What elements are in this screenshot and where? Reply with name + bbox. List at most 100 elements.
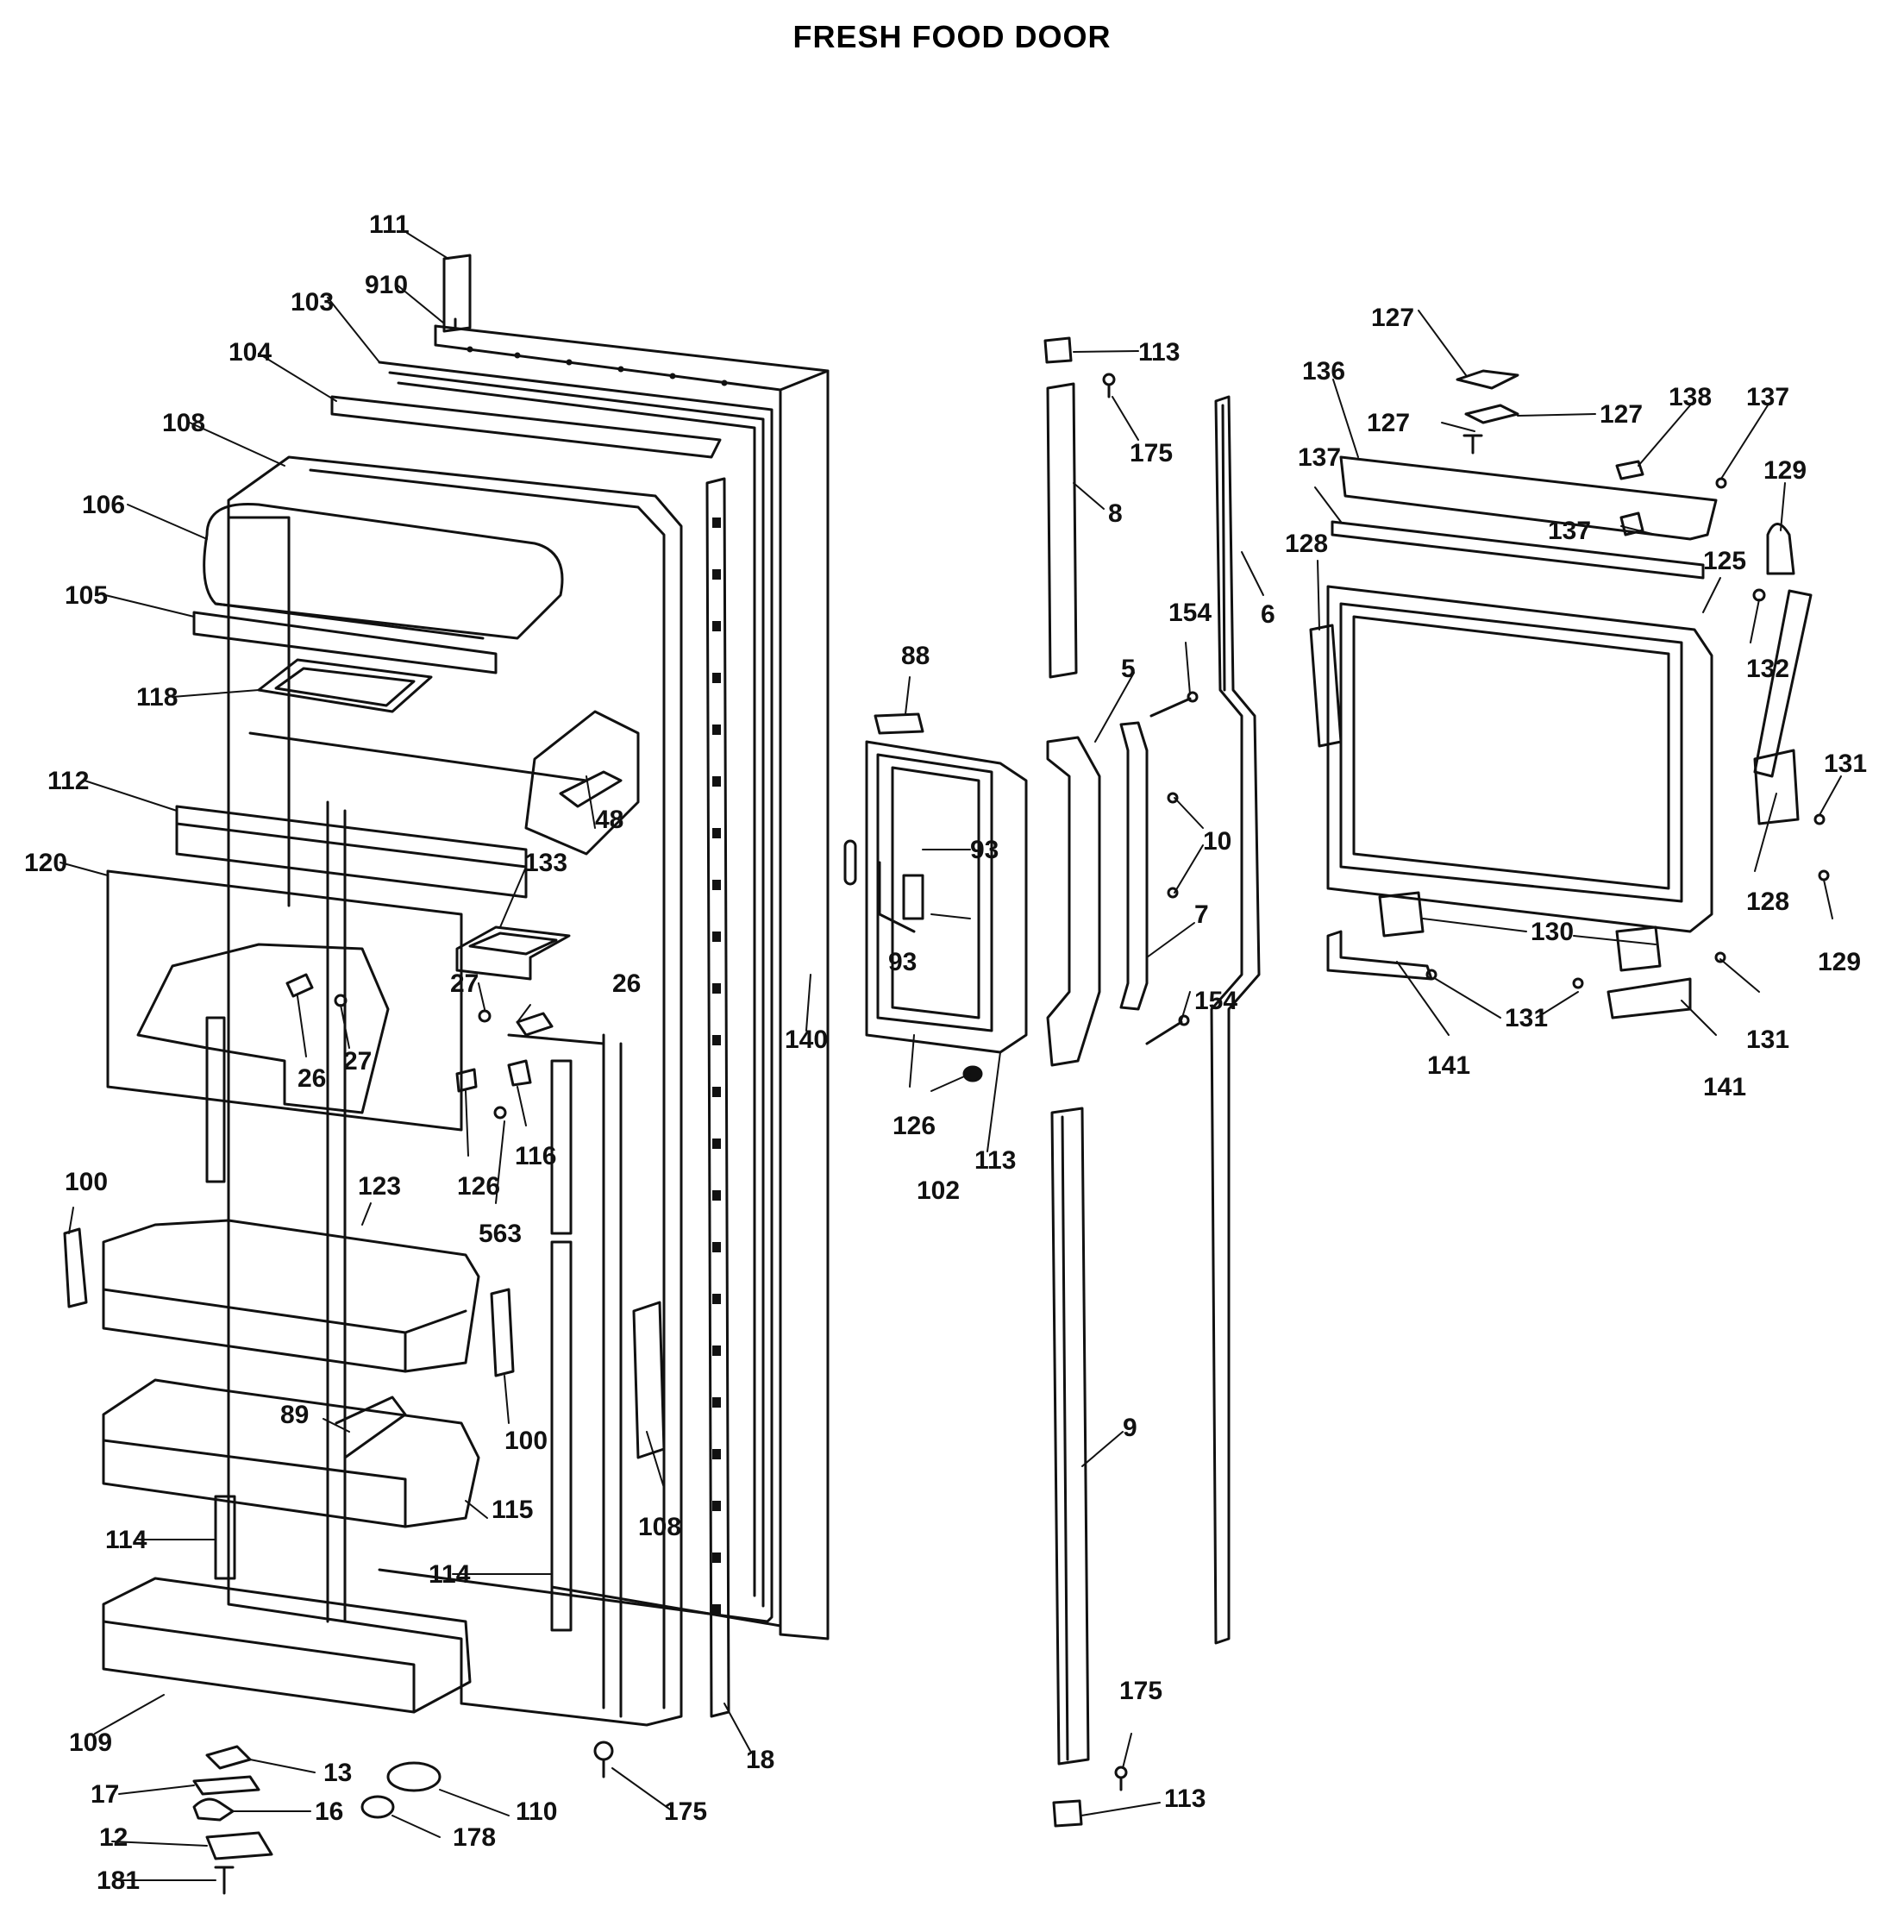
part-label: 116 — [515, 1142, 556, 1170]
part-label: 175 — [1119, 1677, 1162, 1705]
part-label: 113 — [1164, 1785, 1206, 1813]
cap-102 — [962, 1065, 983, 1082]
part-label: 18 — [746, 1746, 774, 1774]
part-label: 7 — [1194, 900, 1209, 929]
part-label: 131 — [1505, 1004, 1548, 1032]
part-label: 10 — [1203, 827, 1231, 856]
part-label: 102 — [917, 1176, 960, 1205]
part-label: 105 — [65, 581, 108, 610]
part-label: 130 — [1531, 918, 1574, 946]
part-label: 118 — [136, 683, 178, 712]
shelf-123 — [102, 1219, 480, 1373]
bracket-88 — [874, 712, 924, 735]
part-label: 129 — [1763, 456, 1807, 485]
part-label: 563 — [479, 1220, 522, 1248]
small-bits — [285, 861, 916, 1120]
part-labels: 111 910 103 104 108 106 105 118 112 120 … — [24, 210, 1867, 1895]
part-label: 26 — [612, 969, 641, 998]
handle-mount-frame — [865, 740, 1028, 1054]
diagram-title: FRESH FOOD DOOR — [792, 19, 1112, 54]
part-label: 113 — [974, 1146, 1016, 1175]
part-label: 910 — [365, 271, 408, 299]
hinge-arm-128-right — [1753, 589, 1813, 825]
dairy-rail-105 — [192, 611, 498, 674]
end-cap-113-top — [1043, 336, 1073, 364]
part-label: 137 — [1298, 443, 1341, 472]
part-label: 136 — [1302, 357, 1345, 386]
cover-120 — [106, 869, 463, 1132]
part-label: 126 — [892, 1112, 936, 1140]
part-label: 127 — [1371, 304, 1414, 332]
dairy-door-106 — [203, 502, 564, 640]
cap-110 — [386, 1761, 442, 1792]
screw-175-mid — [1114, 1766, 1128, 1791]
part-label: 93 — [888, 948, 917, 976]
bin-assembly-125 — [1326, 585, 1713, 933]
part-label: 175 — [664, 1797, 707, 1826]
part-label: 154 — [1194, 987, 1237, 1015]
shelf-clip-left — [63, 1227, 88, 1308]
shelf-109 — [102, 1577, 472, 1714]
part-label: 178 — [453, 1823, 496, 1852]
part-label: 132 — [1746, 655, 1789, 683]
butter-tray-118 — [257, 658, 433, 713]
part-label: 17 — [91, 1780, 119, 1809]
hinge-parts-lower-left — [192, 1745, 273, 1895]
part-label: 129 — [1818, 948, 1861, 976]
part-label: 140 — [785, 1026, 828, 1054]
seal-strip-6 — [1210, 395, 1261, 1645]
leader-lines — [60, 232, 1842, 1881]
part-label: 88 — [901, 642, 930, 670]
part-label: 138 — [1669, 383, 1712, 411]
part-label: 120 — [24, 849, 67, 877]
door-outer-panel — [434, 317, 857, 1640]
shelf-supports — [205, 1016, 666, 1632]
part-label: 93 — [970, 836, 999, 864]
part-label: 111 — [369, 210, 410, 239]
part-label: 125 — [1703, 547, 1746, 575]
part-label: 27 — [343, 1047, 372, 1076]
part-label: 137 — [1548, 517, 1591, 545]
part-label: 13 — [323, 1759, 352, 1787]
screw-175-top — [1102, 373, 1116, 398]
part-label: 89 — [280, 1401, 309, 1429]
end-cap-113-bottom — [1052, 1799, 1083, 1828]
part-label: 154 — [1168, 599, 1212, 627]
bin-parts-127 — [1456, 369, 1727, 536]
part-label: 115 — [492, 1496, 533, 1524]
part-label: 112 — [47, 767, 89, 795]
part-label: 113 — [1138, 338, 1180, 367]
part-label: 109 — [69, 1728, 112, 1757]
handle-trim-8 — [1046, 382, 1078, 679]
handle-trim-9 — [1050, 1107, 1090, 1766]
shelf-rail-112 — [175, 805, 528, 899]
clip-93 — [902, 874, 924, 920]
top-strip — [442, 254, 472, 333]
part-label: 133 — [524, 849, 567, 877]
part-label: 128 — [1746, 888, 1789, 916]
control-housing-48 — [524, 710, 640, 856]
hinge-cap-129 — [1766, 523, 1795, 575]
part-label: 103 — [291, 288, 334, 317]
part-label: 131 — [1746, 1026, 1789, 1054]
part-label: 9 — [1123, 1414, 1137, 1442]
part-label: 131 — [1824, 750, 1867, 778]
bin-rail-137 — [1331, 520, 1705, 580]
shelf-clip-right — [490, 1288, 515, 1377]
part-label: 126 — [457, 1172, 500, 1201]
handle-grip-7 — [1119, 721, 1149, 1011]
part-label: 123 — [358, 1172, 401, 1201]
part-label: 5 — [1121, 655, 1136, 683]
part-label: 106 — [82, 491, 125, 519]
plug-178 — [360, 1795, 395, 1819]
part-label: 128 — [1285, 530, 1328, 558]
part-label: 100 — [504, 1427, 548, 1455]
part-label: 6 — [1261, 600, 1275, 629]
part-label: 141 — [1703, 1073, 1746, 1101]
part-label: 108 — [162, 409, 205, 437]
part-label: 127 — [1367, 409, 1410, 437]
part-label: 108 — [638, 1513, 681, 1541]
part-label: 16 — [315, 1797, 343, 1826]
part-label: 137 — [1746, 383, 1789, 411]
inner-door-liner — [227, 455, 683, 1727]
